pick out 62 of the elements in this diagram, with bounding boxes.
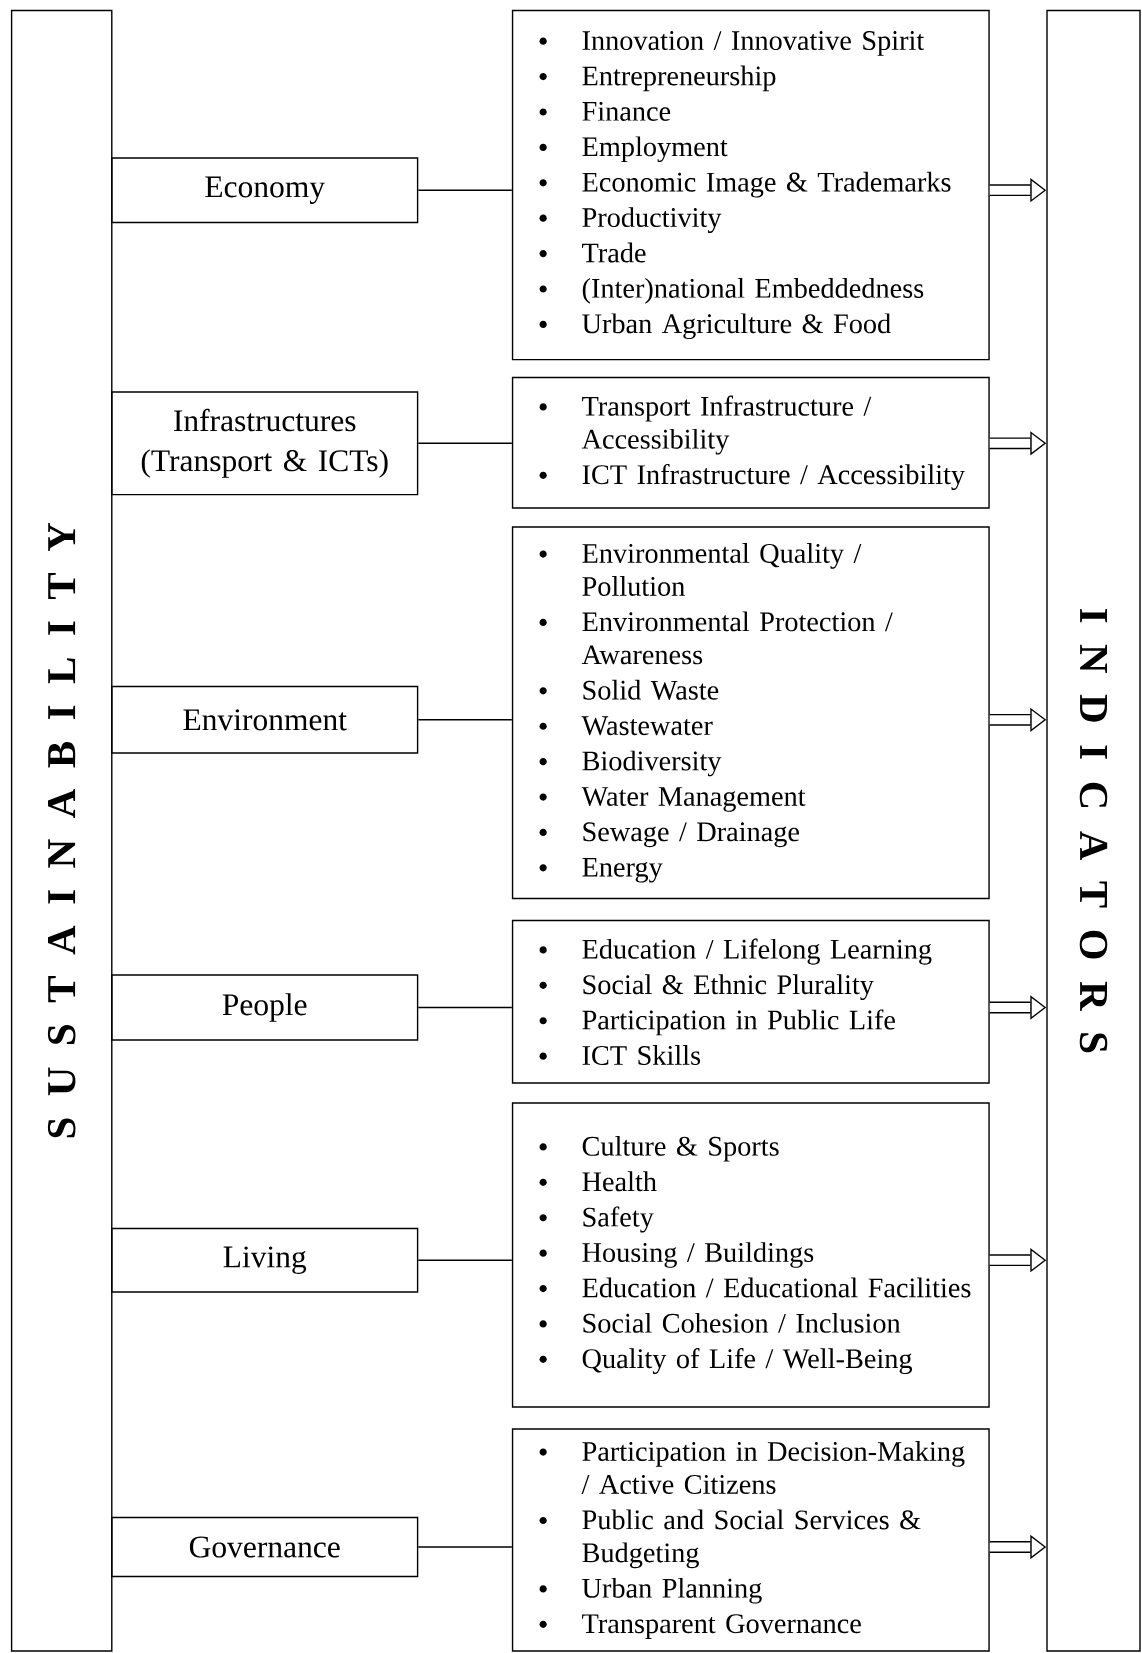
bullet-item: Social & Ethnic Plurality [539,974,874,1001]
bullet-item: Public and Social Services & Budgeting [539,1509,921,1569]
bullet-item: Health [539,1171,657,1192]
bullet-item: Innovation / Innovative Spirit [539,31,925,56]
bullet-item: ICT Skills [539,1045,701,1065]
connector-line [417,1006,513,1009]
category-label: Environment [183,709,347,731]
connector-line [417,189,513,191]
vertical-heading: I N D I C A T O R S [1079,608,1108,1053]
bullet-item: Education / Educational Facilities [539,1277,971,1298]
bullet-item: Productivity [539,207,722,233]
bullet-item: Transport Infrastructure / Accessibility [539,395,872,455]
indicator-list-box [511,9,990,361]
category-label: Governance [189,1536,340,1558]
bullet-item: Finance [539,101,671,121]
bullet-item: Environmental Protection / Awareness [539,611,893,665]
bullet-item: Safety [539,1206,654,1233]
bullet-item: Employment [539,136,728,163]
bullet-item: Sewage / Drainage [539,822,799,848]
bullet-item: Water Management [539,787,806,812]
category-box [111,1516,419,1578]
vertical-heading: S U S T A I N A B I L I T Y [47,522,76,1138]
bullet-item: Quality of Life / Well-Being [539,1348,913,1375]
bullet-item: Urban Agriculture & Food [539,313,891,340]
bullet-item: Participation in Decision-Making / Active Citizens [539,1441,965,1494]
category-box [111,1227,419,1293]
category-box [111,974,419,1041]
bullet-item: Biodiversity [539,750,722,777]
bullet-item: Participation in Public Life [539,1009,895,1036]
connector-line [417,1259,513,1261]
bullet-item: Environmental Quality / Pollution [539,543,862,596]
bullet-item: Housing / Buildings [539,1242,814,1268]
indicator-list-box [511,526,990,900]
bullet-item: Solid Waste [539,679,719,700]
connector-line [417,442,513,444]
indicator-list-box [511,376,990,509]
bullet-item: Culture & Sports [539,1135,779,1162]
bullet-item: Entrepreneurship [539,65,776,92]
indicator-list-box [511,919,990,1084]
heading-bar [1046,9,1141,1652]
connector-line [417,719,513,721]
bullet-item: Transparent Governance [539,1614,861,1639]
heading-bar [10,9,113,1652]
bullet-item: Urban Planning [539,1577,762,1604]
bullet-item: Economic Image & Trademarks [539,171,951,198]
bullet-item: ICT Infrastructure / Accessibility [539,464,965,490]
bullet-item: Social Cohesion / Inclusion [539,1312,901,1333]
connector-line [417,1546,513,1548]
category-label: Living [223,1246,307,1275]
bullet-item: (Inter)national Embeddedness [539,278,924,304]
category-box [111,685,419,754]
bullet-item: Wastewater [539,716,713,736]
category-box [111,391,419,496]
category-label: Economy [205,176,325,204]
bullet-item: Education / Lifelong Learning [539,938,932,965]
bullet-item: Trade [539,242,646,263]
category-label: People [222,993,307,1022]
indicator-list-box [511,1428,990,1652]
bullet-item: Energy [539,857,663,883]
indicator-list-box [511,1102,990,1408]
category-label: Infrastructures (Transport & ICTs) [141,408,388,478]
category-box [111,157,419,224]
